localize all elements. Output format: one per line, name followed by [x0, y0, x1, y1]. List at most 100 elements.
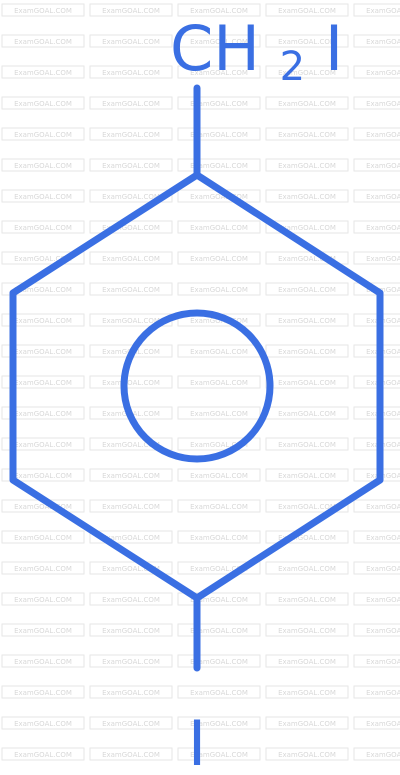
watermark-tile-box: [89, 3, 173, 17]
watermark-tile-box: [177, 623, 261, 637]
watermark-tile-box: [1, 654, 85, 668]
watermark-tile-text: ExamGOAL.COM: [366, 286, 400, 294]
watermark-tile-text: ExamGOAL.COM: [366, 596, 400, 604]
watermark-tile-box: [353, 561, 400, 575]
watermark-tile-box: [265, 499, 349, 513]
watermark-tile-box: [353, 65, 400, 79]
watermark-tile-text: ExamGOAL.COM: [14, 286, 72, 294]
watermark-tile-text: ExamGOAL.COM: [190, 348, 248, 356]
watermark-tile-box: [1, 530, 85, 544]
watermark-tile-box: [353, 375, 400, 389]
top-substituent-subscript: 2: [280, 44, 305, 90]
watermark-tile-text: ExamGOAL.COM: [278, 627, 336, 635]
watermark-tile-text: ExamGOAL.COM: [190, 658, 248, 666]
watermark-tile-text: ExamGOAL.COM: [278, 100, 336, 108]
watermark-tile-text: ExamGOAL.COM: [366, 689, 400, 697]
watermark-tile-text: ExamGOAL.COM: [278, 7, 336, 15]
watermark-tile-text: ExamGOAL.COM: [14, 255, 72, 263]
watermark-tile-box: [265, 623, 349, 637]
watermark-tile-text: ExamGOAL.COM: [278, 565, 336, 573]
watermark-tile-box: [89, 158, 173, 172]
watermark-tile-text: ExamGOAL.COM: [190, 472, 248, 480]
watermark-tile-box: [265, 127, 349, 141]
watermark-tile-box: [89, 127, 173, 141]
watermark-tile-text: ExamGOAL.COM: [102, 100, 160, 108]
watermark-tile-box: [89, 623, 173, 637]
watermark-tile-box: [1, 158, 85, 172]
watermark-tile-box: [1, 34, 85, 48]
watermark-tile-text: ExamGOAL.COM: [278, 286, 336, 294]
watermark-tile-text: ExamGOAL.COM: [14, 7, 72, 15]
watermark-tile-text: ExamGOAL.COM: [14, 410, 72, 418]
watermark-tile-text: ExamGOAL.COM: [190, 627, 248, 635]
watermark-tile-text: ExamGOAL.COM: [190, 751, 248, 759]
watermark-tile-box: [1, 282, 85, 296]
watermark-tile-box: [353, 220, 400, 234]
watermark-tile-text: ExamGOAL.COM: [14, 224, 72, 232]
watermark-tile-text: ExamGOAL.COM: [366, 720, 400, 728]
watermark-tile-text: ExamGOAL.COM: [14, 534, 72, 542]
watermark-tile-box: [353, 499, 400, 513]
watermark-tile-text: ExamGOAL.COM: [278, 720, 336, 728]
watermark-tile-text: ExamGOAL.COM: [190, 503, 248, 511]
watermark-tile-box: [1, 220, 85, 234]
watermark-tile-text: ExamGOAL.COM: [278, 534, 336, 542]
watermark-tile-box: [89, 65, 173, 79]
watermark-tile-box: [353, 34, 400, 48]
watermark-tile-box: [1, 406, 85, 420]
watermark-tile-box: [1, 561, 85, 575]
watermark-tile-text: ExamGOAL.COM: [14, 38, 72, 46]
watermark-tile-text: ExamGOAL.COM: [278, 503, 336, 511]
watermark-tile-text: ExamGOAL.COM: [14, 751, 72, 759]
watermark-tile-text: ExamGOAL.COM: [366, 7, 400, 15]
watermark-tile-text: ExamGOAL.COM: [190, 255, 248, 263]
watermark-tile-box: [353, 282, 400, 296]
watermark-tile-box: [1, 251, 85, 265]
watermark-tile-box: [89, 654, 173, 668]
watermark-tile-text: ExamGOAL.COM: [366, 224, 400, 232]
watermark-tile-box: [177, 375, 261, 389]
watermark-tile-text: ExamGOAL.COM: [278, 410, 336, 418]
watermark-tile-box: [353, 530, 400, 544]
watermark-tile-box: [89, 592, 173, 606]
watermark-tile-text: ExamGOAL.COM: [14, 131, 72, 139]
watermark-tile-box: [1, 127, 85, 141]
watermark-tile-text: ExamGOAL.COM: [278, 162, 336, 170]
watermark-tile-text: ExamGOAL.COM: [366, 627, 400, 635]
watermark-tile-box: [177, 716, 261, 730]
watermark-tile-text: ExamGOAL.COM: [278, 131, 336, 139]
watermark-tile-box: [89, 282, 173, 296]
watermark-tile-box: [177, 654, 261, 668]
watermark-tile-text: ExamGOAL.COM: [14, 193, 72, 201]
watermark-tile-box: [177, 530, 261, 544]
watermark-tile-box: [177, 437, 261, 451]
watermark-tile-text: ExamGOAL.COM: [190, 100, 248, 108]
watermark-tile-box: [1, 375, 85, 389]
watermark-tile-text: ExamGOAL.COM: [278, 441, 336, 449]
watermark-tile-box: [177, 158, 261, 172]
watermark-tile-box: [1, 592, 85, 606]
watermark-tile-text: ExamGOAL.COM: [14, 627, 72, 635]
watermark-tile-box: [177, 592, 261, 606]
watermark-tile-text: ExamGOAL.COM: [190, 596, 248, 604]
watermark-tile-box: [89, 561, 173, 575]
watermark-tile-box: [1, 437, 85, 451]
watermark-tile-text: ExamGOAL.COM: [190, 131, 248, 139]
watermark-tile-box: [353, 437, 400, 451]
watermark-tile-box: [353, 747, 400, 761]
watermark-tile-text: ExamGOAL.COM: [14, 69, 72, 77]
watermark-tile-text: ExamGOAL.COM: [190, 193, 248, 201]
watermark-tile-text: ExamGOAL.COM: [190, 7, 248, 15]
watermark-tile-text: ExamGOAL.COM: [102, 627, 160, 635]
watermark-tile-text: ExamGOAL.COM: [366, 100, 400, 108]
watermark-tile-box: [353, 313, 400, 327]
watermark-tile-text: ExamGOAL.COM: [14, 503, 72, 511]
watermark-tile-box: [353, 654, 400, 668]
watermark-tile-box: [265, 313, 349, 327]
watermark-tile-box: [265, 344, 349, 358]
benzene-ring: [9, 171, 384, 602]
watermark-tile-box: [265, 189, 349, 203]
watermark-tile-box: [89, 530, 173, 544]
